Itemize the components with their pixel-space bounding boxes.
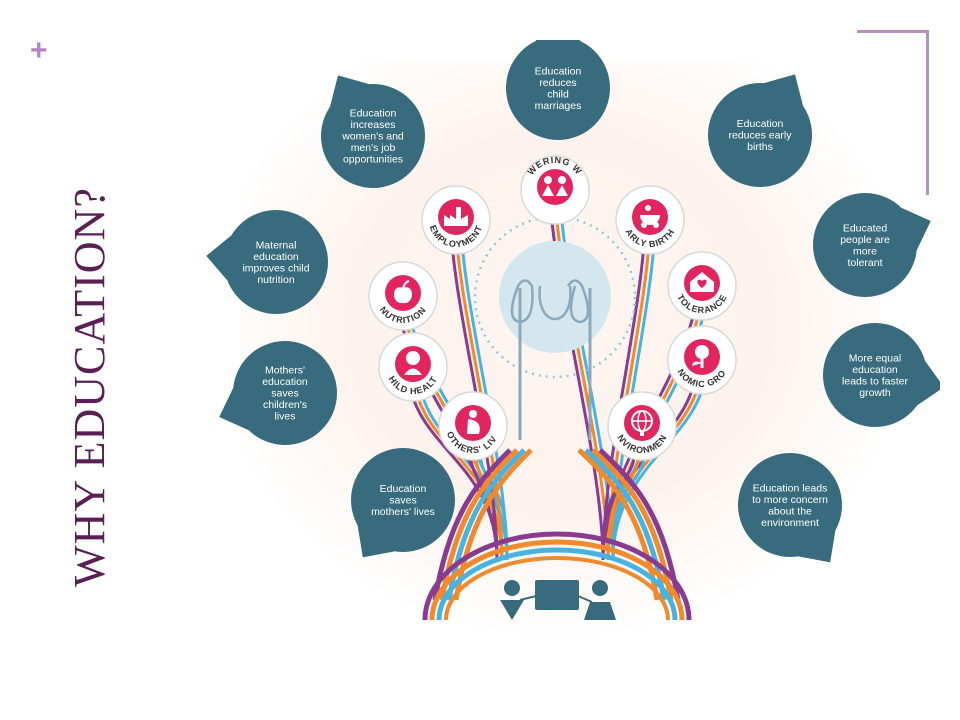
bubble-text-line: mothers' lives [371, 506, 435, 518]
bubble-text-line: Education [350, 108, 397, 120]
apple-icon-glyph [394, 280, 412, 304]
bubble-text-line: tolerant [847, 257, 882, 269]
bubble-text-line: education [253, 251, 299, 263]
bubble-text-line: lives [274, 411, 295, 423]
women-icon [537, 169, 573, 205]
pregnant-woman-icon-glyph [467, 410, 480, 434]
bubble-text-line: growth [859, 387, 891, 399]
node-tolerance: TOLERANCE [667, 251, 737, 321]
node-nutrition: NUTRITION [368, 261, 438, 331]
plus-icon: + [30, 34, 48, 67]
stem-line [459, 219, 509, 561]
bubble-text-line: reduces early [728, 130, 792, 142]
node-employment: EMPLOYMENT [421, 185, 491, 255]
globe-icon [624, 405, 660, 441]
benefit-bubbles: EducationreduceschildmarriagesEducationr… [206, 40, 940, 563]
bubble-text-line: increases [351, 119, 396, 131]
bubble-text-line: Education leads [753, 482, 828, 494]
ground-arch [422, 531, 692, 621]
bubble-text-line: men's job [351, 142, 396, 154]
money-plant-icon-glyph [692, 345, 709, 368]
globe-icon-glyph [631, 410, 653, 436]
bubble-text-line: improves child [242, 262, 309, 274]
light-bulb-icon [473, 215, 637, 440]
bubble-text-line: births [747, 141, 773, 153]
bubble-text-line: More equal [849, 352, 902, 364]
bubble-text-line: to more concern [752, 494, 828, 506]
stroller-icon-glyph [640, 205, 660, 228]
house-heart-icon-glyph [690, 272, 714, 292]
bubble-text-line: children's [263, 399, 307, 411]
trunk-line [446, 448, 526, 601]
trunk-line [584, 448, 667, 601]
bubble-text-line: Educated [843, 222, 888, 234]
stem-line [548, 189, 605, 561]
bubble-text-line: nutrition [257, 274, 295, 286]
bubble-text-line: Maternal [256, 239, 297, 251]
factory-icon-glyph [444, 207, 468, 226]
bubble-text-line: marriages [535, 100, 582, 112]
bubble-text-line: people are [840, 234, 890, 246]
bubble-text-line: Education [737, 118, 784, 130]
trunk-line [432, 448, 512, 601]
education-tree-diagram: EducationreduceschildmarriagesEducationr… [180, 40, 940, 640]
corner-decoration [857, 30, 929, 195]
bubble-text-line: about the [768, 505, 812, 517]
bubble-text-line: leads to faster [842, 375, 908, 387]
bubble-text-line: women's and [341, 131, 404, 143]
bubble-text-line: education [262, 376, 308, 388]
bubble-text-line: child [547, 88, 569, 100]
bubble-text-line: education [852, 364, 898, 376]
child-icon-glyph [404, 351, 422, 375]
bubble-text-line: environment [761, 517, 819, 529]
bubble-text-line: saves [271, 388, 298, 400]
bubble-text-line: Education [535, 65, 582, 77]
stem-line [454, 219, 504, 561]
slide-title: WHY EDUCATION? [65, 187, 114, 587]
women-icon-glyph [542, 176, 568, 196]
people-at-board-icon [500, 580, 616, 620]
bubble-text-line: Mothers' [265, 365, 305, 377]
bubble-text-line: reduces [539, 77, 576, 89]
bubble-text-line: saves [389, 495, 416, 507]
bubble-text-line: more [853, 245, 877, 257]
stem-line [449, 219, 499, 561]
bubble-text-line: opportunities [343, 154, 403, 166]
trunk-line [598, 448, 681, 601]
bubble-text-line: Education [380, 483, 427, 495]
